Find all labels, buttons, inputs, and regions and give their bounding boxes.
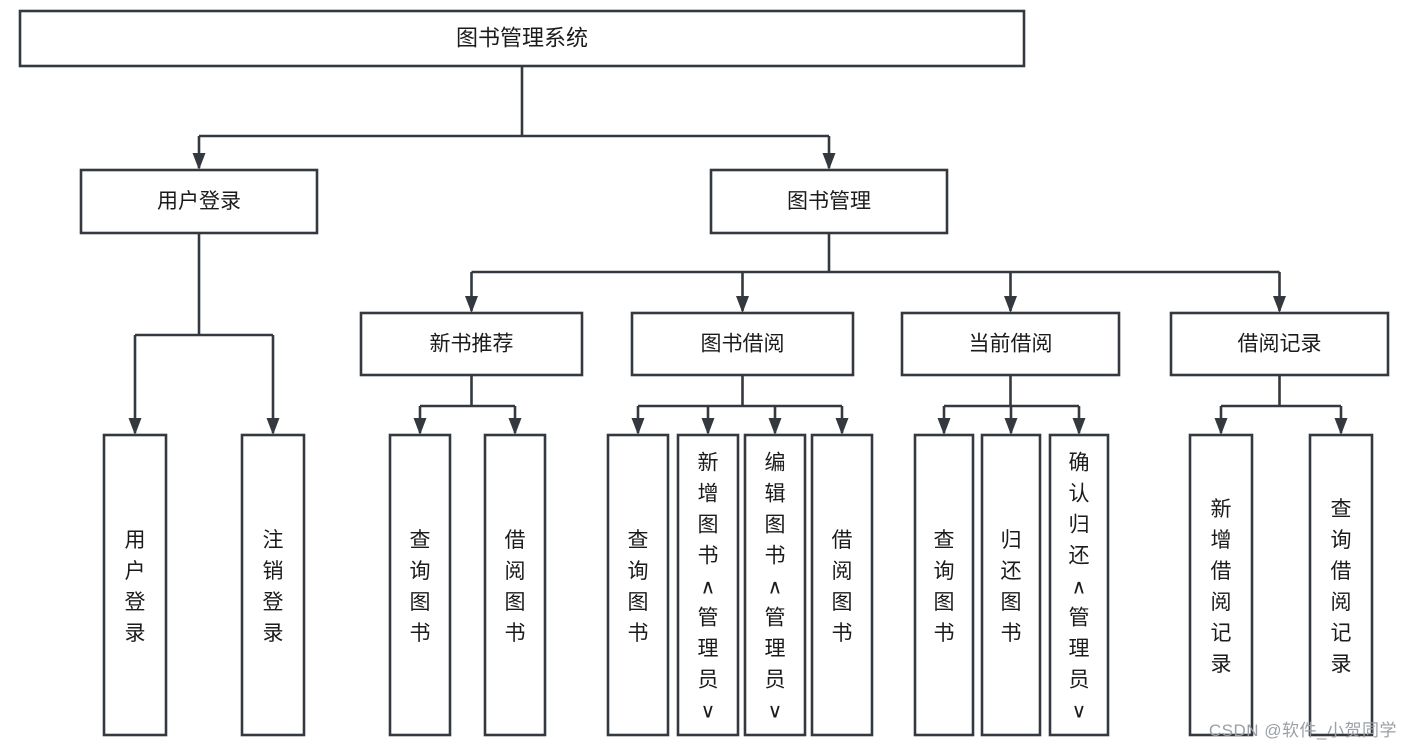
level3-node-0-box[interactable] <box>359 311 584 377</box>
leaf-node-0-label: 用户登录 <box>125 529 146 645</box>
leaf-node-3-box[interactable] <box>483 433 547 737</box>
leaf-node-12-box[interactable] <box>1308 433 1374 737</box>
level3-node-0-label: 新书推荐 <box>430 333 514 356</box>
leaf-node-9-label: 归还图书 <box>1001 529 1022 645</box>
leaf-node-10-box[interactable] <box>1048 433 1110 737</box>
level2-node-0[interactable]: 用户登录 <box>79 168 319 235</box>
level3-node-3-box[interactable] <box>1169 311 1390 377</box>
leaf-arrow-3 <box>508 418 522 435</box>
level3-node-0[interactable]: 新书推荐 <box>359 311 584 377</box>
leaf-node-1[interactable]: 注销登录 <box>240 433 306 737</box>
leaf-arrow-9 <box>1004 418 1018 435</box>
leaf-node-4-label: 查询图书 <box>628 529 649 645</box>
leaf-node-1-label: 注销登录 <box>263 529 284 645</box>
level3-node-1-box[interactable] <box>630 311 855 377</box>
leaf-node-5-box[interactable] <box>676 433 740 737</box>
leaf-node-6-label: 编辑图书∧管理员∨ <box>765 452 786 723</box>
leaf-node-2[interactable]: 查询图书 <box>388 433 452 737</box>
leaf-arrow-0 <box>128 418 142 435</box>
leaf-arrow-1 <box>266 418 280 435</box>
root-node-book-management-system[interactable]: 图书管理系统 <box>18 9 1026 68</box>
leaf-node-3-label: 借阅图书 <box>505 529 526 645</box>
root-node-book-management-system-label: 图书管理系统 <box>456 25 588 50</box>
leaf-arrow-4 <box>631 418 645 435</box>
leaf-node-6[interactable]: 编辑图书∧管理员∨ <box>743 433 807 737</box>
leaf-node-2-box[interactable] <box>388 433 452 737</box>
level3-node-1[interactable]: 图书借阅 <box>630 311 855 377</box>
leaf-arrow-6 <box>768 418 782 435</box>
leaf-node-5[interactable]: 新增图书∧管理员∨ <box>676 433 740 737</box>
leaf-arrow-2 <box>413 418 427 435</box>
leaf-node-4-box[interactable] <box>606 433 670 737</box>
leaf-arrow-12 <box>1334 418 1348 435</box>
level3-node-3-label: 借阅记录 <box>1238 333 1322 356</box>
leaf-node-3[interactable]: 借阅图书 <box>483 433 547 737</box>
leaf-arrow-8 <box>937 418 951 435</box>
leaf-node-1-box[interactable] <box>240 433 306 737</box>
root-node-book-management-system-box[interactable] <box>18 9 1026 68</box>
level2-node-0-box[interactable] <box>79 168 319 235</box>
leaf-arrow-7 <box>835 418 849 435</box>
level2-node-0-label: 用户登录 <box>157 190 241 213</box>
leaf-node-7[interactable]: 借阅图书 <box>810 433 874 737</box>
level3-arrow-2 <box>1004 296 1017 313</box>
leaf-arrow-10 <box>1072 418 1086 435</box>
leaf-arrow-5 <box>701 418 715 435</box>
level2-node-1[interactable]: 图书管理 <box>709 168 949 235</box>
leaf-node-11[interactable]: 新增借阅记录 <box>1188 433 1254 737</box>
leaf-node-5-label: 新增图书∧管理员∨ <box>698 452 719 723</box>
leaf-arrow-11 <box>1214 418 1228 435</box>
level3-arrow-0 <box>465 296 478 313</box>
level3-node-1-label: 图书借阅 <box>701 333 785 356</box>
level2-arrow-0 <box>192 153 206 170</box>
level2-arrow-1 <box>822 153 836 170</box>
connector-layer <box>128 66 1348 435</box>
leaf-node-10[interactable]: 确认归还∧管理员∨ <box>1048 433 1110 737</box>
leaf-node-9-box[interactable] <box>980 433 1042 737</box>
leaf-node-12-label: 查询借阅记录 <box>1331 498 1352 676</box>
leaf-node-7-label: 借阅图书 <box>832 529 853 645</box>
leaf-node-7-box[interactable] <box>810 433 874 737</box>
level3-arrow-1 <box>736 296 749 313</box>
leaf-node-2-label: 查询图书 <box>410 529 431 645</box>
level3-arrow-3 <box>1273 296 1286 313</box>
leaf-node-10-label: 确认归还∧管理员∨ <box>1069 452 1090 723</box>
leaf-node-9[interactable]: 归还图书 <box>980 433 1042 737</box>
level3-node-2-box[interactable] <box>900 311 1121 377</box>
leaf-node-12[interactable]: 查询借阅记录 <box>1308 433 1374 737</box>
leaf-node-0-box[interactable] <box>102 433 168 737</box>
leaf-node-4[interactable]: 查询图书 <box>606 433 670 737</box>
leaf-node-11-box[interactable] <box>1188 433 1254 737</box>
level3-node-3[interactable]: 借阅记录 <box>1169 311 1390 377</box>
leaf-node-11-label: 新增借阅记录 <box>1211 498 1232 676</box>
node-layer: 图书管理系统用户登录图书管理新书推荐图书借阅当前借阅借阅记录用户登录注销登录查询… <box>18 9 1390 737</box>
level2-node-1-label: 图书管理 <box>787 190 871 213</box>
leaf-node-6-box[interactable] <box>743 433 807 737</box>
leaf-node-0[interactable]: 用户登录 <box>102 433 168 737</box>
level3-node-2[interactable]: 当前借阅 <box>900 311 1121 377</box>
leaf-node-8[interactable]: 查询图书 <box>913 433 975 737</box>
leaf-node-8-label: 查询图书 <box>934 529 955 645</box>
leaf-node-8-box[interactable] <box>913 433 975 737</box>
level3-node-2-label: 当前借阅 <box>969 333 1053 356</box>
level2-node-1-box[interactable] <box>709 168 949 235</box>
